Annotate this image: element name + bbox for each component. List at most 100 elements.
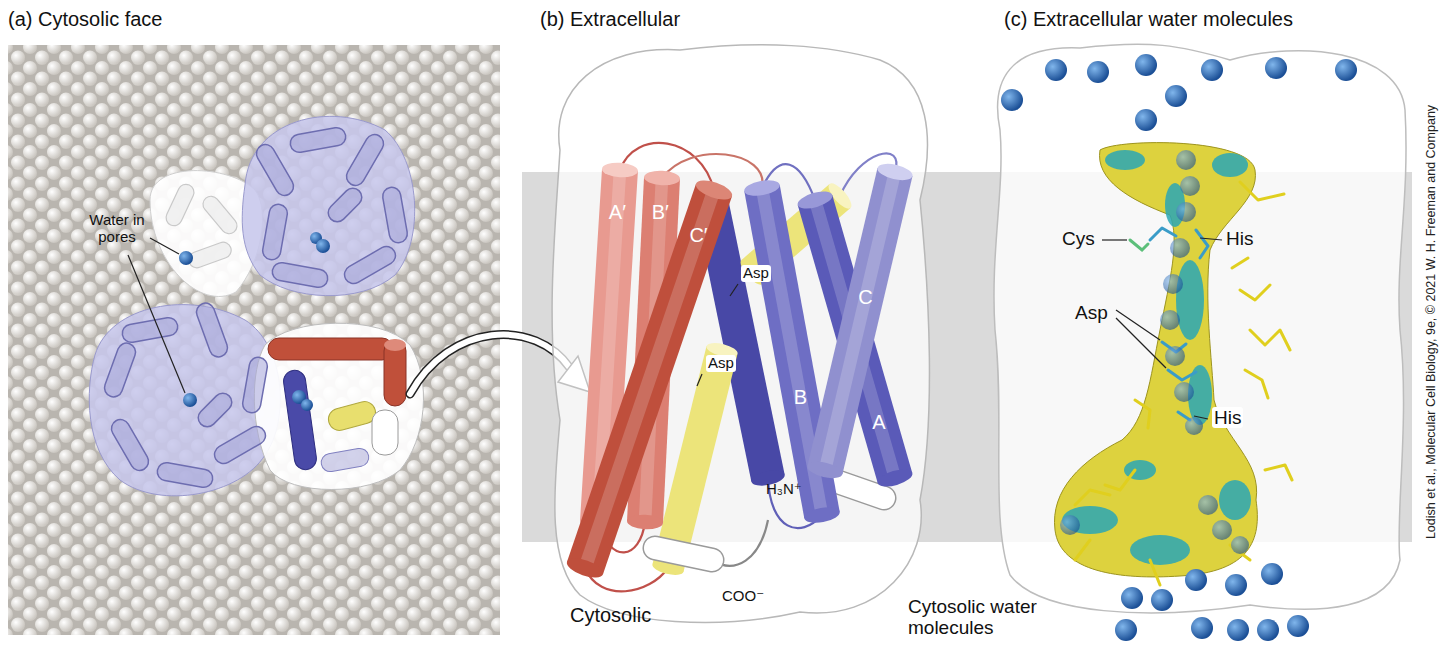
helix-shine: [815, 200, 895, 478]
helix-cap: [694, 177, 735, 204]
subunit-surface: [242, 116, 414, 295]
panel-title: (c) Extracellular water molecules: [1004, 8, 1293, 30]
helix-label: B′: [652, 202, 669, 222]
label: Asp: [741, 265, 771, 282]
water-molecule-part: [1176, 150, 1196, 170]
side-chain-part: [1250, 330, 1290, 350]
label: His: [1212, 407, 1243, 428]
water-molecule-part: [1174, 382, 1194, 402]
water-molecule-part: [1060, 515, 1080, 535]
colored-subunit-part: [282, 369, 318, 471]
helix-body: [815, 200, 895, 478]
water-molecule-part: [1212, 520, 1232, 540]
water-molecule-part: [316, 239, 330, 253]
water-molecule-part: [1257, 619, 1279, 641]
leader-line-part: [730, 284, 738, 296]
helix-label: C′: [689, 225, 707, 245]
helix-cap: [602, 162, 639, 179]
transfer-arrow-part: [410, 335, 570, 394]
leader-line-part: [128, 255, 185, 393]
helix-top-view-part: [211, 423, 268, 467]
colored-subunit-part: [320, 447, 370, 473]
water-molecule-part: [1087, 61, 1109, 83]
helix-end: [565, 555, 606, 582]
water-molecule-part: [1163, 274, 1183, 294]
helix-label: A′: [609, 202, 626, 222]
subunit-surface: [254, 323, 423, 489]
transfer-arrow-part: [410, 335, 570, 394]
label: Asp: [1075, 302, 1108, 323]
helix-top-view-part: [121, 316, 179, 343]
water-molecule-part: [1045, 59, 1067, 81]
terminal-cylinder: [655, 482, 884, 560]
helix-label: C: [858, 287, 872, 307]
label: Asp: [706, 355, 736, 372]
helix-cylinder: C′: [560, 165, 739, 593]
leader-line-part: [150, 238, 179, 254]
side-chain: [1130, 240, 1148, 250]
helix-cap: [876, 161, 914, 183]
helix-shape: [560, 165, 739, 593]
helix-top-view-part: [261, 203, 288, 261]
side-chain-part: [1196, 230, 1208, 258]
water-molecule-part: [1135, 109, 1157, 131]
label: Cys: [1062, 228, 1095, 249]
helix-top-view-part: [324, 184, 365, 225]
panel-title: (a) Cytosolic face: [8, 8, 163, 30]
water-molecule-part: [1335, 59, 1357, 81]
label: H₃N⁺: [766, 481, 802, 498]
water-molecule-part: [1265, 57, 1287, 79]
water-molecule: [179, 232, 330, 411]
water-molecule-part: [183, 393, 197, 407]
water-molecule-part: [1165, 346, 1185, 366]
side-chain-part: [1168, 370, 1196, 380]
panel-title: Cytosolic: [570, 604, 651, 626]
colored-subunit: [268, 338, 406, 473]
helix-cylinder-plain-part: [668, 350, 722, 568]
water-molecule-part: [179, 251, 193, 265]
pore-patch-part: [1105, 150, 1145, 170]
water-molecule-part: [1225, 574, 1247, 596]
water-molecule-part: [1185, 569, 1207, 591]
label: Cytosolic water molecules: [908, 596, 1086, 639]
helix-cap: [743, 178, 781, 199]
helix-cylinder: C: [801, 148, 919, 494]
helix-cap: [644, 170, 681, 186]
water-pore: [1054, 143, 1257, 577]
water-molecule-part: [1287, 615, 1309, 637]
side-chain-part: [1075, 540, 1090, 560]
lipid-bilayer: [8, 45, 500, 635]
water-molecule-part: [1261, 563, 1283, 585]
colored-subunit-part: [326, 399, 378, 433]
water-molecule-part: [1191, 617, 1213, 639]
side-chain-part: [1232, 258, 1248, 268]
terminal-cylinder-part: [655, 548, 712, 560]
helix-shape: [801, 148, 919, 494]
helix-top-view-part: [156, 461, 214, 488]
helix-top-view-part: [194, 301, 230, 360]
leader-line-part: [1200, 238, 1222, 240]
water-molecule-part: [1135, 54, 1157, 76]
pore-patch-part: [1130, 535, 1190, 565]
water-molecule-part: [1176, 202, 1196, 222]
colored-subunit-part: [384, 340, 406, 406]
helix-label: B: [794, 387, 807, 407]
helix-outline-part: [200, 193, 241, 237]
helix-outline-part: [187, 240, 234, 270]
side-chain-part: [1105, 470, 1135, 490]
helix-top-view-part: [102, 341, 138, 400]
helix-shine: [585, 190, 714, 568]
helix-top-view-part: [289, 126, 347, 153]
helix-label: A: [872, 412, 885, 432]
helix-body: [585, 190, 714, 568]
pore-patch-part: [1176, 260, 1204, 340]
water-molecule: [1060, 150, 1249, 554]
helix-top-view-part: [341, 243, 398, 287]
side-chain-part: [1150, 228, 1176, 240]
water-molecule-part: [1151, 589, 1173, 611]
label: COO⁻: [722, 588, 764, 605]
water-molecule-part: [1227, 619, 1249, 641]
helix-end: [803, 505, 841, 526]
loop: [585, 143, 896, 591]
